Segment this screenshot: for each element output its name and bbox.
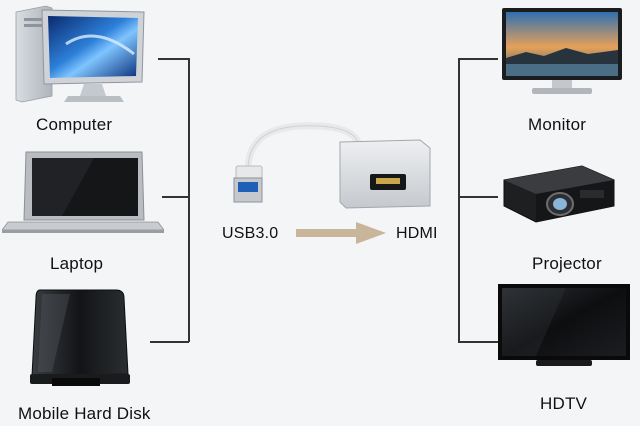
left-bracket-line [188,58,190,342]
projector-icon [503,165,615,223]
monitor-icon [502,8,622,94]
usb-hdmi-adapter-icon [233,122,431,209]
hdtv-icon [498,284,630,366]
mobile-hard-disk-label: Mobile Hard Disk [18,404,151,423]
computer-icon [15,5,145,103]
laptop-label: Laptop [50,254,104,273]
left-connector-computer [158,58,189,60]
hard-disk-icon [30,289,130,386]
projector-label: Projector [532,254,602,273]
monitor-label: Monitor [528,115,587,134]
hdtv-label: HDTV [540,394,588,413]
hdmi-label: HDMI [396,225,438,242]
right-bracket-line [458,58,460,342]
right-connector-monitor [458,58,498,60]
laptop-icon [2,151,164,233]
computer-label: Computer [36,115,113,134]
right-connector-hdtv [458,341,498,343]
left-connector-disk [150,341,189,343]
right-connector-projector [458,196,498,198]
left-connector-laptop [162,196,189,198]
direction-arrow [296,222,386,244]
usb30-label: USB3.0 [222,225,279,242]
